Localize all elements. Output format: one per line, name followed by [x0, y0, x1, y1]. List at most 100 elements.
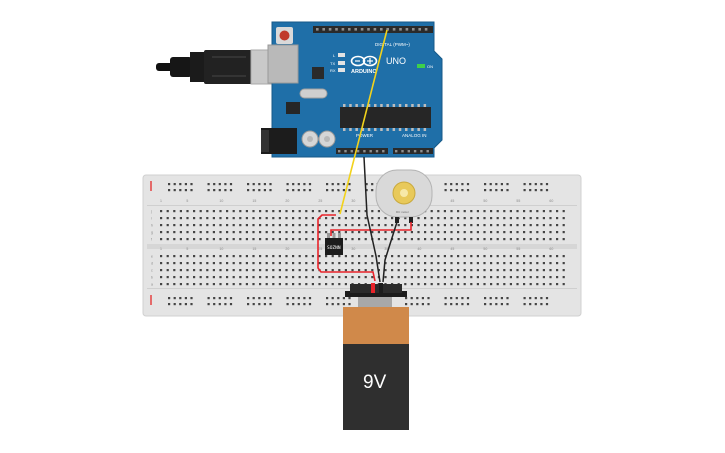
power-pin	[363, 150, 366, 153]
column-marker: 25	[318, 199, 322, 203]
on-led	[417, 64, 425, 68]
rail-hole	[184, 303, 187, 306]
rail-hole	[545, 183, 549, 186]
terminal-hole	[410, 231, 413, 234]
terminal-hole	[173, 224, 176, 227]
terminal-hole	[377, 217, 380, 220]
terminal-hole	[476, 276, 479, 279]
terminal-hole	[470, 262, 473, 265]
terminal-hole	[397, 255, 400, 258]
terminal-hole	[364, 276, 367, 279]
terminal-hole	[285, 238, 288, 241]
terminal-hole	[166, 276, 169, 279]
terminal-hole	[298, 269, 301, 272]
digital-pin	[424, 28, 428, 31]
breadboard: 1155101015152020252530303535404045455050…	[142, 174, 582, 317]
chip-pin	[374, 128, 377, 131]
terminal-hole	[245, 224, 248, 227]
chip-pin	[398, 128, 402, 131]
terminal-hole	[503, 217, 506, 220]
terminal-hole	[239, 238, 242, 241]
terminal-hole	[193, 276, 196, 279]
terminal-hole	[272, 210, 275, 213]
rail-hole	[337, 189, 340, 192]
usb-chip	[312, 67, 324, 79]
rail-hole	[213, 297, 216, 300]
terminal-hole	[384, 269, 387, 272]
rail-hole	[258, 303, 261, 306]
terminal-hole	[160, 262, 163, 265]
bottom-pins[interactable]	[338, 150, 429, 153]
terminal-hole	[292, 231, 295, 234]
digital-pin	[392, 28, 396, 31]
rail-hole	[184, 297, 187, 300]
rail-hole	[247, 297, 250, 300]
rail-hole	[303, 183, 306, 186]
dc-motor[interactable]: DC motor	[375, 169, 433, 223]
column-marker: 1	[160, 247, 162, 251]
terminal-hole	[549, 255, 552, 258]
terminal-hole	[219, 231, 222, 234]
terminal-hole	[219, 262, 222, 265]
terminal-hole	[503, 276, 506, 279]
terminal-hole	[265, 210, 268, 213]
rail-hole	[506, 297, 509, 300]
rail-hole	[326, 189, 329, 192]
terminal-hole	[417, 231, 420, 234]
terminal-hole	[298, 210, 301, 213]
terminal-hole	[160, 255, 163, 258]
battery-9v[interactable]: 9V	[343, 283, 409, 430]
terminal-hole	[437, 210, 440, 213]
terminal-hole	[358, 231, 361, 234]
rail-hole	[405, 303, 408, 306]
rail-hole	[455, 303, 458, 306]
terminal-hole	[496, 269, 499, 272]
digital-pins[interactable]	[316, 28, 428, 31]
terminal-hole	[424, 231, 427, 234]
battery-clip	[345, 291, 407, 297]
ground-wire-2[interactable]	[382, 221, 398, 283]
terminal-hole	[364, 231, 367, 234]
power-loop-wire[interactable]	[317, 214, 376, 282]
rail-hole	[523, 189, 526, 192]
terminal-hole	[536, 276, 539, 279]
terminal-hole	[173, 276, 176, 279]
terminal-hole	[358, 210, 361, 213]
terminal-hole	[239, 269, 242, 272]
breadboard-holes	[150, 181, 565, 306]
terminal-hole	[562, 238, 565, 241]
terminal-hole	[193, 210, 196, 213]
terminal-hole	[285, 210, 288, 213]
terminal-hole	[206, 217, 209, 220]
chip-pin	[411, 104, 414, 107]
usb-port[interactable]	[267, 44, 299, 84]
arduino-uno-board[interactable]: DIGITAL (PWM~) L TX RX ARDUINO UNO ON	[261, 21, 443, 158]
terminal-hole	[318, 224, 321, 227]
terminal-hole	[338, 224, 341, 227]
rail-hole	[207, 297, 210, 300]
terminal-hole	[226, 210, 229, 213]
transistor[interactable]: SOZNN	[325, 233, 343, 255]
motor-terminal-2[interactable]	[409, 217, 413, 223]
ground-wire-1[interactable]	[363, 156, 381, 283]
rail-hole	[229, 303, 233, 306]
signal-wire[interactable]	[339, 29, 388, 215]
terminal-hole	[232, 276, 235, 279]
terminal-hole	[358, 255, 361, 258]
wires[interactable]	[317, 29, 412, 283]
rail-hole	[489, 183, 492, 186]
terminal-hole	[490, 210, 493, 213]
rail-hole	[495, 183, 498, 186]
terminal-hole	[476, 262, 479, 265]
battery-body	[343, 344, 409, 430]
terminal-hole	[556, 255, 559, 258]
terminal-hole	[212, 238, 215, 241]
terminal-hole	[556, 269, 559, 272]
terminal-hole	[509, 283, 512, 286]
motor-terminal-1[interactable]	[395, 217, 399, 223]
terminal-hole	[265, 231, 268, 234]
rail-hole	[348, 303, 351, 306]
terminal-hole	[325, 283, 328, 286]
terminal-hole	[549, 269, 552, 272]
terminal-hole	[285, 269, 288, 272]
